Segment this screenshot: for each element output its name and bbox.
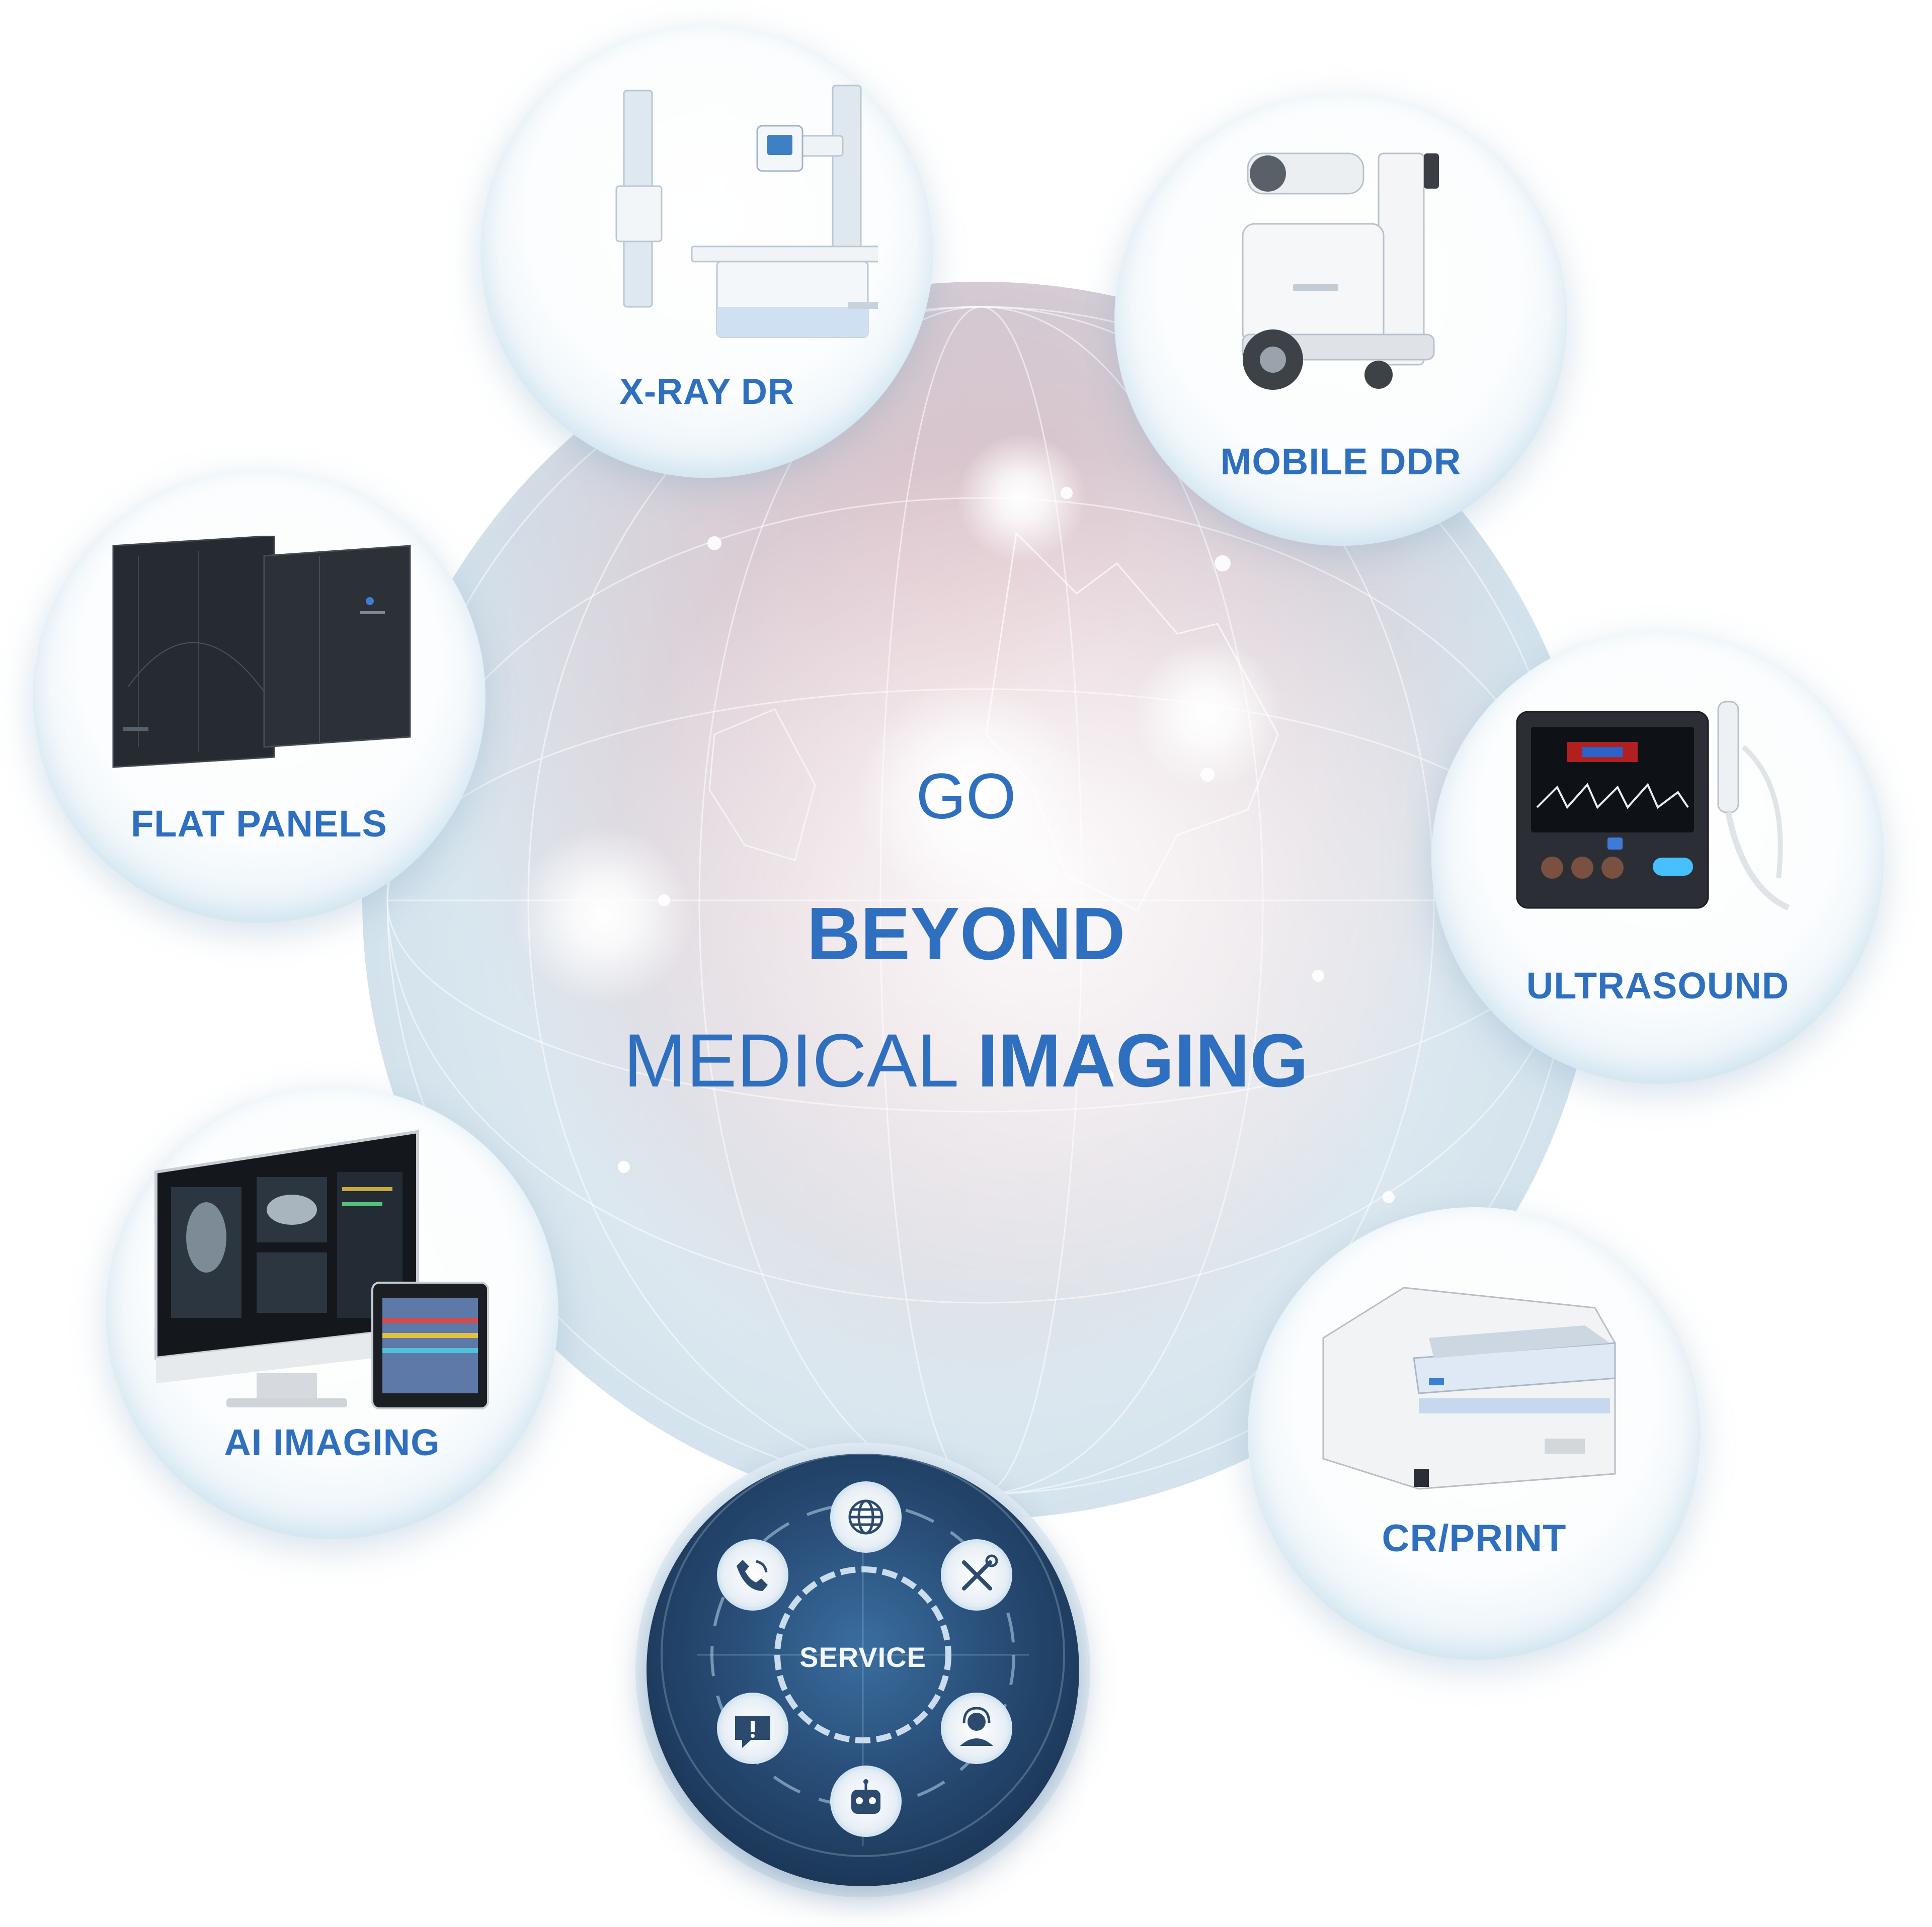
product-label: ULTRASOUND — [1526, 965, 1790, 1007]
ai-imaging-icon — [136, 1127, 498, 1429]
mobile-ddr-icon — [1228, 133, 1459, 415]
product-label: X-RAY DR — [619, 372, 795, 412]
support-agent-icon[interactable] — [941, 1693, 1012, 1764]
glow-spot — [513, 825, 694, 1006]
product-ai-imaging[interactable]: AI IMAGING — [106, 1086, 558, 1539]
product-cr-print[interactable]: CR/PRINT — [1248, 1207, 1701, 1660]
product-label: AI IMAGING — [224, 1421, 440, 1463]
cr-print-icon — [1313, 1278, 1625, 1494]
glow-spot — [1132, 639, 1283, 790]
headline-medical-imaging: MEDICAL IMAGING — [0, 1017, 1932, 1104]
flat-panels-icon — [108, 536, 420, 772]
product-xray-dr[interactable]: X-RAY DR — [480, 25, 933, 478]
globe-icon[interactable] — [830, 1481, 902, 1553]
headline-imaging: IMAGING — [977, 1018, 1309, 1103]
product-label: FLAT PANELS — [131, 803, 387, 845]
alert-icon[interactable] — [717, 1693, 788, 1764]
headline-go: GO — [916, 761, 1016, 832]
product-flat-panels[interactable]: FLAT PANELS — [33, 470, 486, 923]
robot-icon[interactable] — [830, 1766, 902, 1837]
headline-beyond: BEYOND — [807, 892, 1125, 975]
product-ultrasound[interactable]: ULTRASOUND — [1431, 631, 1884, 1084]
phone-icon[interactable] — [717, 1539, 788, 1611]
product-label: MOBILE DDR — [1220, 441, 1462, 482]
product-mobile-ddr[interactable]: MOBILE DDR — [1114, 93, 1567, 546]
ultrasound-icon — [1507, 687, 1809, 933]
service-label: SERVICE — [799, 1641, 926, 1673]
tools-icon[interactable] — [941, 1539, 1012, 1611]
glow-spot — [855, 679, 1087, 910]
service-button[interactable]: SERVICE — [647, 1454, 1079, 1886]
glow-spot — [956, 433, 1087, 563]
product-label: CR/PRINT — [1382, 1517, 1567, 1560]
headline-medical: MEDICAL — [623, 1018, 956, 1103]
xray-dr-icon — [546, 80, 878, 342]
